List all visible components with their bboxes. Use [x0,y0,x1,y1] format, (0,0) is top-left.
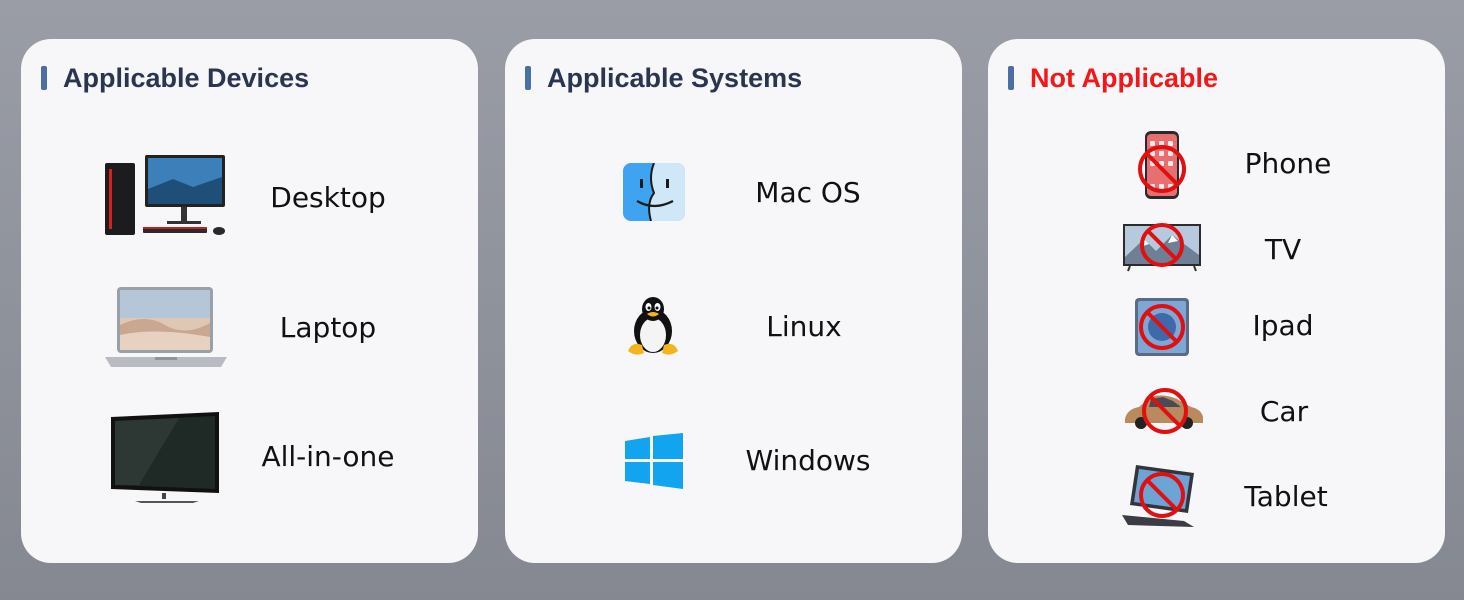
item-label: Tablet [1244,480,1328,513]
item-label: Mac OS [755,176,861,209]
not-applicable-card: Not Applicable Phone [988,39,1445,563]
windows-logo-icon [625,433,683,489]
macos-finder-icon [623,163,685,221]
tablet-prohibited-icon [1122,461,1200,531]
item-label: Laptop [279,311,377,344]
item-label: Windows [745,444,871,477]
applicable-devices-card: Applicable Devices Desktop [21,39,478,563]
card-title: Applicable Devices [63,63,310,93]
applicable-systems-card: Applicable Systems Mac OS [505,39,962,563]
accent-bar [1008,66,1014,90]
linux-tux-icon [626,295,680,357]
item-label: TV [1264,233,1302,266]
tv-prohibited-icon [1122,221,1202,275]
accent-bar [525,66,531,90]
item-label: Desktop [270,181,386,214]
item-label: Phone [1244,147,1332,180]
ipad-prohibited-icon [1134,297,1190,357]
car-prohibited-icon [1121,385,1205,437]
item-label: Linux [766,310,842,343]
accent-bar [41,66,47,90]
item-label: Ipad [1252,309,1314,342]
item-label: Car [1259,395,1309,428]
card-title: Not Applicable [1030,63,1219,93]
all-in-one-monitor-icon [109,411,223,505]
laptop-icon [105,285,227,373]
desktop-computer-icon [103,151,229,239]
item-label: All-in-one [261,440,395,473]
card-title: Applicable Systems [547,63,803,93]
phone-prohibited-icon [1135,129,1189,201]
